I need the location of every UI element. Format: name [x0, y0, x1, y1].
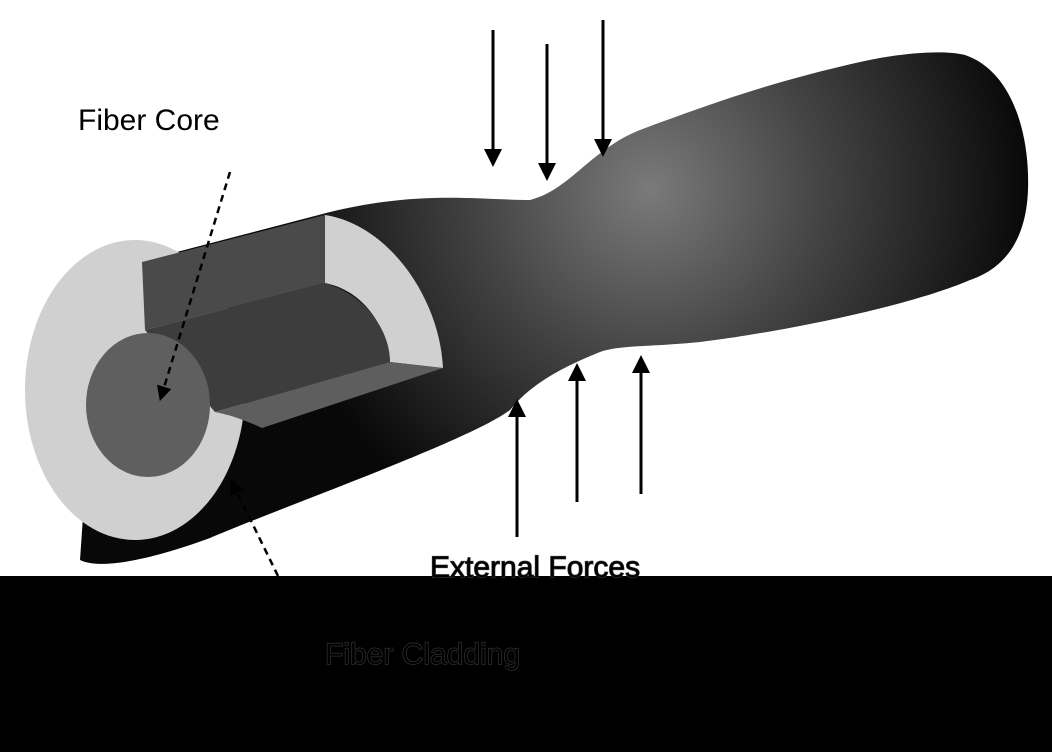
cutaway-top-face [142, 215, 325, 330]
cladding-pointer-arrow [230, 479, 280, 577]
exposed-core-cylinder [145, 283, 390, 412]
cutaway-cladding-section [325, 215, 443, 368]
bottom-band [0, 576, 1052, 752]
fiber-cladding-label: Fiber Cladding [325, 638, 520, 671]
core-end-face [86, 333, 210, 477]
fiber-body [80, 52, 1029, 564]
fiber-core-label: Fiber Core [78, 104, 220, 137]
cutaway-bottom-face [215, 362, 443, 428]
core-pointer-arrow [157, 171, 232, 402]
external-forces-label: External Forces [430, 551, 640, 584]
